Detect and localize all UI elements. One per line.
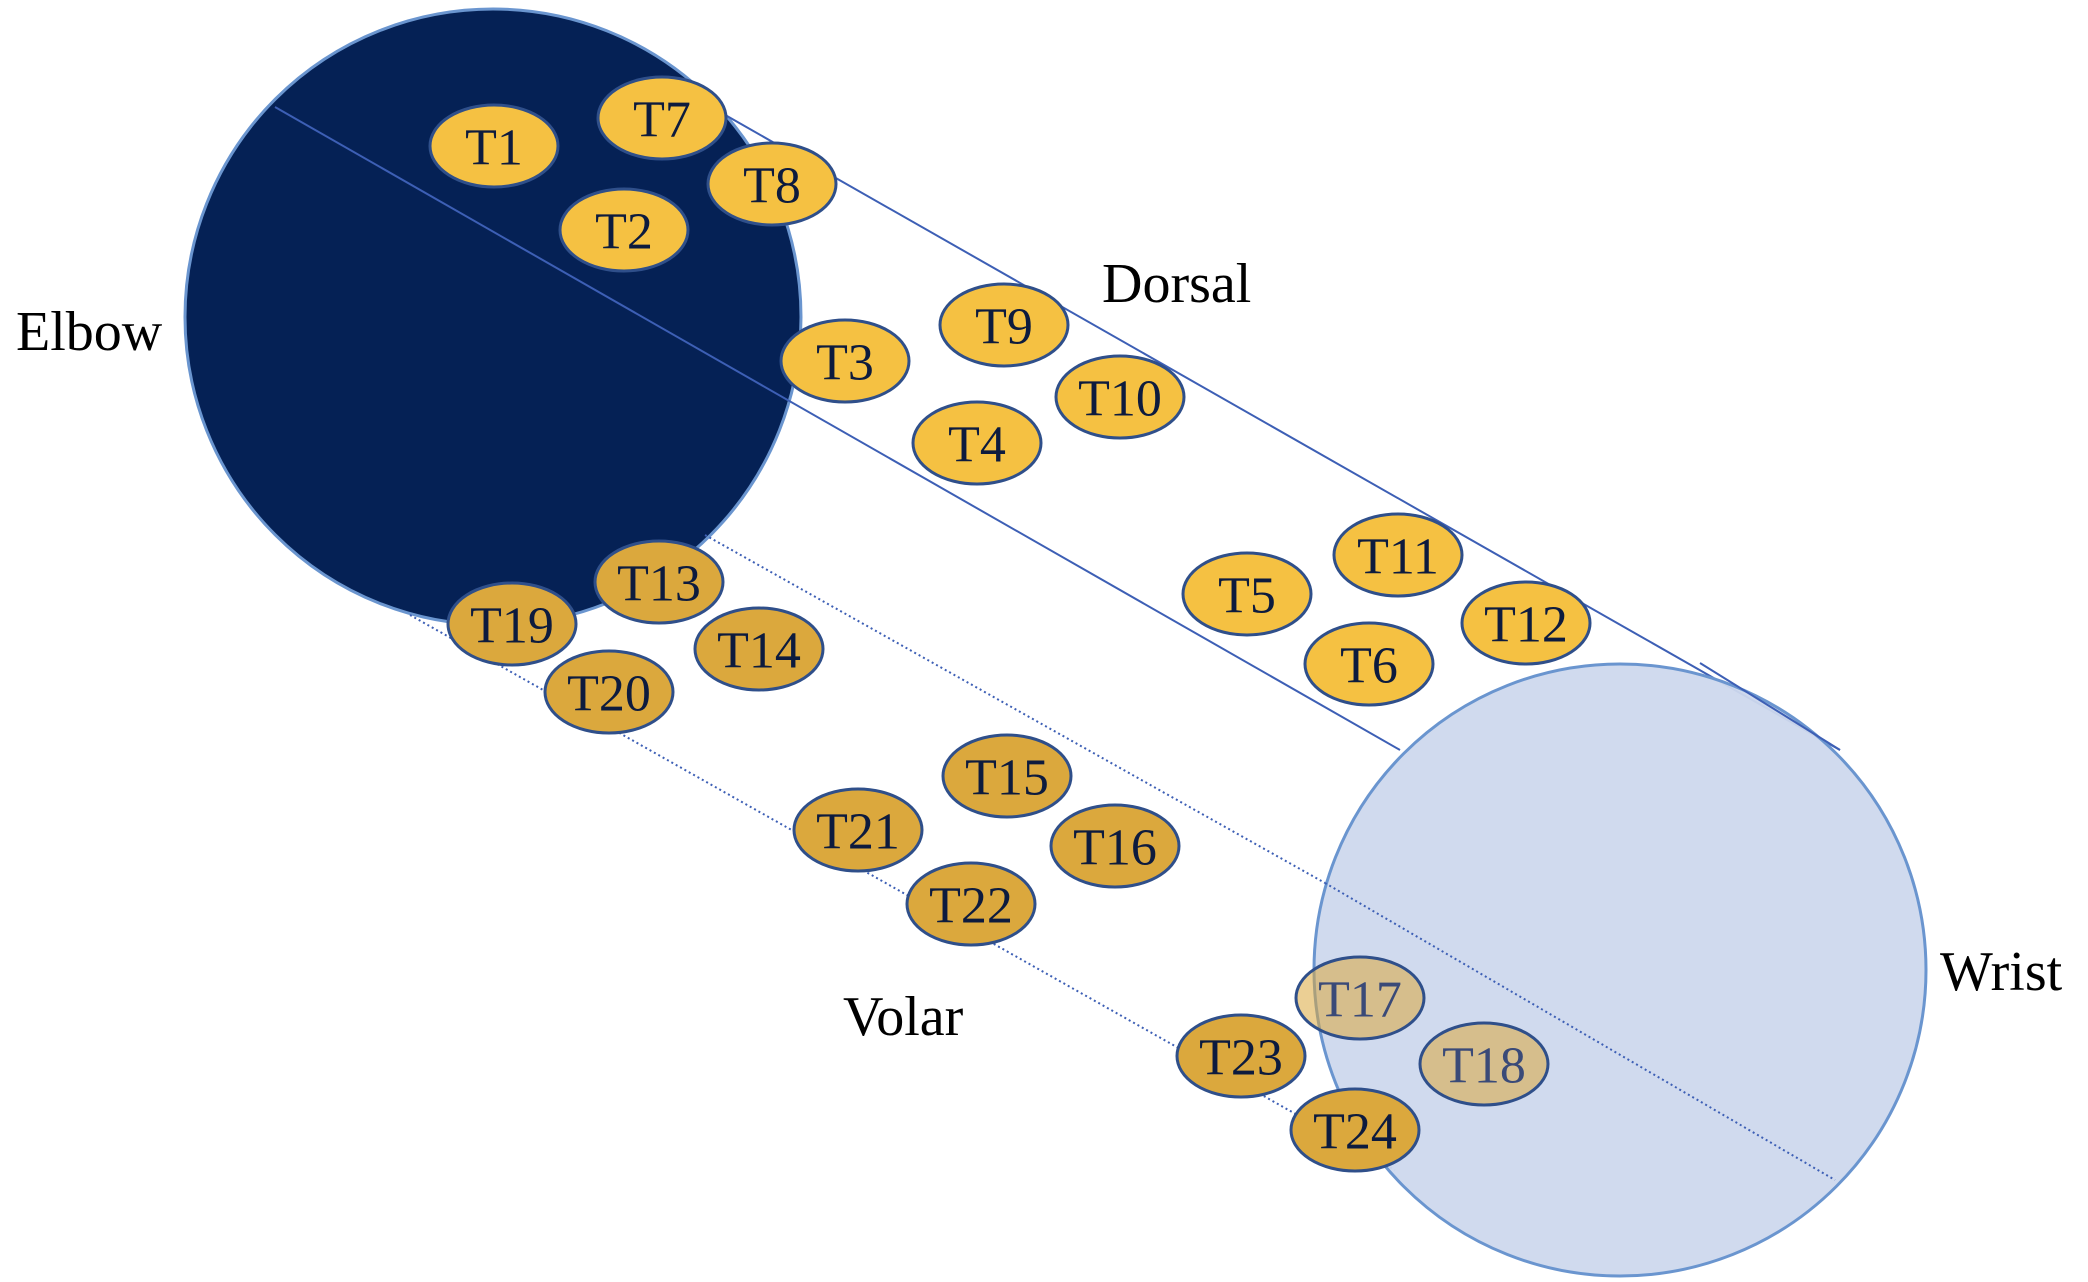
marker-t13-label: T13: [617, 556, 701, 613]
marker-t12-ellipse: [1460, 580, 1592, 666]
marker-t1-ellipse: [428, 103, 560, 189]
marker-t15: T15: [941, 733, 1073, 819]
marker-t14: T14: [693, 606, 825, 692]
marker-t22: T22: [905, 861, 1037, 947]
marker-t15-ellipse: [941, 733, 1073, 819]
marker-t14-label: T14: [717, 623, 801, 680]
marker-t4: T4: [911, 400, 1043, 486]
dorsal-label: Dorsal: [1102, 253, 1251, 315]
marker-t3-label: T3: [816, 335, 874, 392]
marker-t23-ellipse: [1175, 1013, 1307, 1099]
marker-t16-label: T16: [1073, 820, 1157, 877]
wrist-volar-line: [1324, 882, 1836, 1181]
marker-t4-label: T4: [948, 417, 1006, 474]
marker-t24: T24: [1289, 1087, 1421, 1173]
marker-t2: T2: [558, 187, 690, 273]
marker-t2-label: T2: [595, 204, 653, 261]
marker-t1-label: T1: [465, 120, 523, 177]
wrist-label: Wrist: [1940, 941, 2063, 1003]
marker-t9-ellipse: [938, 282, 1070, 368]
marker-t17-label: T17: [1318, 972, 1402, 1029]
marker-t14-ellipse: [693, 606, 825, 692]
marker-t18: T18: [1418, 1021, 1550, 1107]
marker-t8: T8: [706, 141, 838, 227]
marker-t13-ellipse: [593, 539, 725, 625]
marker-t3: T3: [779, 318, 911, 404]
marker-t21-label: T21: [816, 804, 900, 861]
marker-t20-label: T20: [567, 666, 651, 723]
marker-t11: T11: [1332, 512, 1464, 598]
marker-t19-ellipse: [446, 581, 578, 667]
marker-t20: T20: [543, 649, 675, 735]
marker-t5: T5: [1181, 551, 1313, 637]
marker-t8-label: T8: [743, 158, 801, 215]
marker-t10-label: T10: [1078, 371, 1162, 428]
marker-t10: T10: [1054, 354, 1186, 440]
elbow-label: Elbow: [16, 301, 163, 363]
marker-t7-ellipse: [596, 75, 728, 161]
marker-t24-ellipse: [1289, 1087, 1421, 1173]
marker-t5-label: T5: [1218, 568, 1276, 625]
marker-t22-ellipse: [905, 861, 1037, 947]
marker-t9-label: T9: [975, 299, 1033, 356]
marker-t12: T12: [1460, 580, 1592, 666]
marker-t8-ellipse: [706, 141, 838, 227]
marker-t3-ellipse: [779, 318, 911, 404]
marker-t5-ellipse: [1181, 551, 1313, 637]
marker-t10-ellipse: [1054, 354, 1186, 440]
marker-t19: T19: [446, 581, 578, 667]
marker-t19-label: T19: [470, 598, 554, 655]
marker-t11-ellipse: [1332, 512, 1464, 598]
marker-t17-ellipse: [1294, 955, 1426, 1041]
marker-t22-label: T22: [929, 878, 1013, 935]
marker-t17: T17: [1294, 955, 1426, 1041]
volar-label: Volar: [843, 986, 964, 1048]
marker-t4-ellipse: [911, 400, 1043, 486]
marker-t18-label: T18: [1442, 1038, 1526, 1095]
marker-t16: T16: [1049, 803, 1181, 889]
marker-t21: T21: [792, 787, 924, 873]
marker-t9: T9: [938, 282, 1070, 368]
marker-t16-ellipse: [1049, 803, 1181, 889]
dorsal-upper-line: [719, 111, 1841, 751]
marker-t6-ellipse: [1303, 621, 1435, 707]
marker-t23: T23: [1175, 1013, 1307, 1099]
marker-t11-label: T11: [1357, 529, 1439, 586]
marker-t7-label: T7: [633, 92, 691, 149]
volar-lower-line: [409, 614, 1396, 1171]
dorsal-center-line: [274, 106, 1401, 751]
marker-t24-label: T24: [1313, 1104, 1397, 1161]
marker-t15-label: T15: [965, 750, 1049, 807]
marker-t1: T1: [428, 103, 560, 189]
marker-t7: T7: [596, 75, 728, 161]
marker-t6: T6: [1303, 621, 1435, 707]
marker-t21-ellipse: [792, 787, 924, 873]
marker-t13: T13: [593, 539, 725, 625]
marker-t23-label: T23: [1199, 1030, 1283, 1087]
marker-t12-label: T12: [1484, 597, 1568, 654]
marker-t2-ellipse: [558, 187, 690, 273]
marker-t18-ellipse: [1418, 1021, 1550, 1107]
marker-group: T1T2T3T4T5T6T7T8T9T10T11T12T13T14T15T16T…: [428, 75, 1592, 1173]
marker-t20-ellipse: [543, 649, 675, 735]
volar-upper-line: [704, 534, 1326, 884]
wrist-dorsal-line: [1699, 662, 1841, 751]
marker-t6-label: T6: [1340, 638, 1398, 695]
